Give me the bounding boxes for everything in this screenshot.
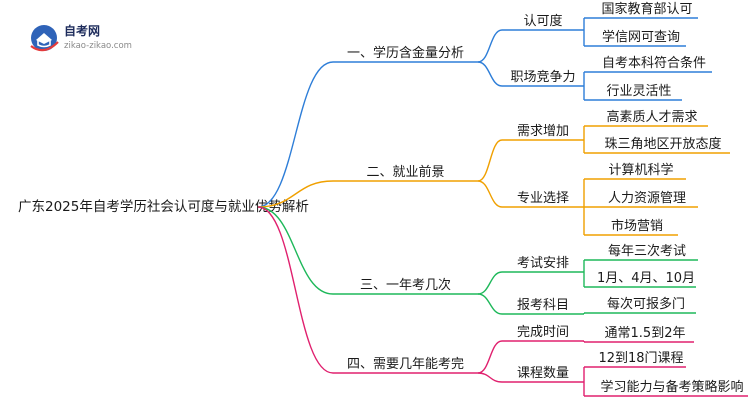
leaf-label: 市场营销	[611, 218, 663, 234]
leaf-label: 高素质人才需求	[606, 109, 697, 125]
branch-connector	[257, 180, 334, 208]
leaf-label: 12到18门课程	[598, 351, 683, 366]
leaf-label: 自考本科符合条件	[602, 55, 706, 71]
subtopic-connector	[477, 29, 503, 63]
subtopic-connector	[477, 293, 503, 315]
leaf-label: 每次可报多门	[607, 296, 685, 312]
branch-connector	[257, 61, 334, 208]
leaf-label: 行业灵活性	[606, 84, 671, 99]
branch-topic: 一、学历含金量分析	[347, 45, 464, 61]
leaf-label: 1月、4月、10月	[597, 271, 695, 286]
leaf-label: 人力资源管理	[608, 191, 686, 206]
subtopic-connector	[477, 372, 503, 383]
subtopic-label: 完成时间	[517, 325, 569, 340]
branch-topic: 四、需要几年能考完	[347, 357, 464, 372]
subtopic-label: 考试安排	[517, 256, 569, 271]
logo-title: 自考网	[64, 23, 100, 38]
subtopic-connector	[477, 139, 503, 182]
subtopic-label: 专业选择	[517, 191, 569, 206]
subtopic-label: 课程数量	[517, 366, 569, 381]
branch-topic: 三、一年考几次	[360, 277, 451, 293]
leaf-label: 计算机科学	[608, 162, 673, 178]
leaf-label: 国家教育部认可	[601, 1, 692, 17]
subtopic-connector	[477, 61, 503, 87]
leaf-label: 通常1.5到2年	[605, 326, 686, 341]
leaf-label: 每年三次考试	[608, 243, 686, 259]
subtopic-connector	[477, 340, 503, 374]
leaf-label: 学习能力与备考策略影响	[600, 379, 743, 395]
subtopic-label: 报考科目	[517, 298, 569, 313]
subtopic-label: 认可度	[523, 13, 562, 29]
subtopic-label: 需求增加	[517, 124, 569, 139]
branch-connector	[257, 206, 334, 295]
subtopic-label: 职场竞争力	[510, 69, 575, 85]
logo-subtitle: zikao-zikao.com	[64, 41, 132, 51]
branch-topic: 二、就业前景	[366, 164, 444, 180]
logo: 自考网 zikao-zikao.com	[30, 23, 132, 52]
subtopic-connector	[477, 180, 503, 208]
leaf-label: 珠三角地区开放态度	[604, 136, 721, 152]
subtopic-connector	[477, 271, 503, 295]
root-topic: 广东2025年自考学历社会认可度与就业优势解析	[18, 199, 309, 215]
branch-connector	[257, 206, 334, 374]
leaf-label: 学信网可查询	[602, 29, 680, 45]
